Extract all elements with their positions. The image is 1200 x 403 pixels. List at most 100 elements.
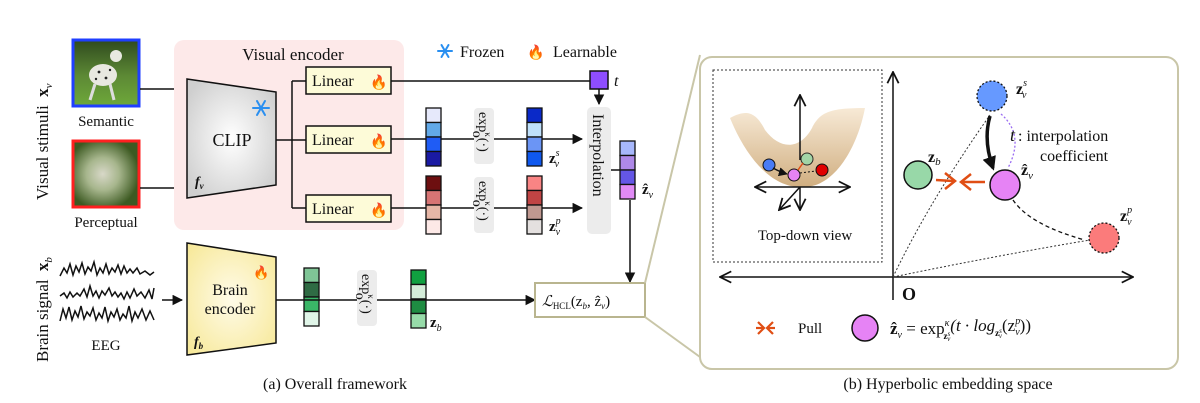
point-zvs	[976, 80, 1008, 112]
semantic-pre-cell	[425, 136, 442, 153]
brain-encoder-label-line2: encoder	[205, 301, 256, 318]
zhat-cell	[619, 183, 636, 200]
zhat-cell	[619, 140, 636, 157]
zhat-point-label: ẑv	[1021, 162, 1033, 182]
zoom-connector-top	[644, 54, 701, 284]
eeg-waveforms	[59, 259, 155, 324]
flame-icon: 🔥	[253, 265, 269, 280]
svg-text:Frozen: Frozen	[460, 44, 504, 61]
flame-icon: 🔥	[370, 133, 387, 150]
brain-pre-cell	[303, 267, 320, 284]
perceptual-pre-cell	[425, 218, 442, 235]
top-down-view-label: Top-down view	[758, 228, 853, 244]
brain-post-vector	[410, 269, 427, 329]
perceptual-image	[71, 139, 141, 209]
top-down-view-box	[712, 69, 883, 263]
geodesic-zhat-zvp	[1012, 199, 1086, 241]
zb-point-label: zb	[928, 149, 941, 168]
semantic-post-cell	[526, 107, 543, 124]
perceptual-pre-cell	[425, 204, 442, 221]
brain-pre-cell	[303, 310, 320, 327]
exp-map-brain: expκO(·)	[354, 270, 377, 326]
pull-arrows	[935, 172, 985, 191]
fv-label: fv	[195, 175, 205, 191]
panel-a-overall-framework: Visual stimuli xv Brain signal xb Semant…	[33, 38, 701, 393]
brain-signal-axis-label: Brain signal xb	[33, 257, 55, 362]
perceptual-pre-vector	[425, 175, 442, 235]
perceptual-post-vector	[526, 175, 543, 235]
semantic-pre-cell	[425, 107, 442, 124]
interpolation-path	[1000, 113, 1016, 169]
linear-layer-semantic: Linear 🔥	[305, 125, 392, 154]
zhat-cell	[619, 154, 636, 171]
semantic-pre-cell	[425, 121, 442, 138]
svg-text:ℒHCL(zb, ẑv): ℒHCL(zb, ẑv)	[542, 294, 610, 311]
perceptual-post-cell	[526, 189, 543, 206]
semantic-pre-cell	[425, 150, 442, 167]
perceptual-pre-cell	[425, 175, 442, 192]
fb-label: fb	[194, 335, 204, 351]
perceptual-post-cell	[526, 204, 543, 221]
zhat-legend-dot	[851, 314, 879, 342]
svg-text:expκO(·): expκO(·)	[471, 181, 493, 221]
loss-hcl-box: ℒHCL(zb, ẑv)	[534, 282, 646, 318]
legend-frozen: Frozen	[437, 44, 504, 61]
zoom-connector-bottom	[644, 316, 701, 358]
semantic-image	[71, 38, 141, 108]
svg-text:Interpolation: Interpolation	[589, 114, 606, 197]
brain-pre-vector	[303, 267, 320, 327]
brain-post-cell	[410, 312, 427, 329]
flame-icon: 🔥	[370, 202, 387, 219]
brain-post-cell	[410, 283, 427, 300]
zb-label: zb	[430, 315, 442, 334]
visual-stimuli-axis-label: Visual stimuli xv	[33, 83, 55, 200]
brain-pre-cell	[303, 281, 320, 298]
svg-text:Learnable: Learnable	[553, 44, 617, 61]
exp-map-semantic: expκO(·)	[471, 108, 494, 164]
svg-text:expκO(·): expκO(·)	[471, 112, 493, 152]
pull-icon	[756, 321, 775, 335]
svg-text:Linear: Linear	[312, 132, 354, 149]
zhat-vector	[619, 140, 636, 200]
panel-a-caption: (a) Overall framework	[263, 376, 407, 393]
semantic-post-cell	[526, 150, 543, 167]
zhat-cell	[619, 169, 636, 186]
brain-encoder	[186, 242, 277, 356]
point-zb	[903, 160, 933, 190]
geodesic-origin-zvp	[892, 239, 1091, 278]
semantic-pre-vector	[425, 107, 442, 167]
hyperbolic-bowl	[730, 95, 865, 210]
clip-label: CLIP	[212, 130, 251, 150]
interpolation-block: Interpolation	[587, 107, 611, 234]
interpolation-arrow	[982, 115, 996, 171]
perceptual-pre-cell	[425, 189, 442, 206]
semantic-post-vector	[526, 107, 543, 167]
brain-post-cell	[410, 269, 427, 286]
svg-text:expκO(·): expκO(·)	[354, 274, 376, 314]
linear-layer-t: Linear 🔥	[305, 66, 392, 95]
perceptual-post-cell	[526, 218, 543, 235]
flame-icon: 🔥	[370, 74, 387, 91]
interpolation-coef-label-2: coefficient	[1040, 148, 1109, 165]
point-zvp	[1088, 222, 1120, 254]
snowflake-icon	[252, 100, 270, 116]
visual-encoder-title: Visual encoder	[242, 45, 344, 64]
snowflake-icon	[437, 44, 453, 58]
semantic-label: Semantic	[78, 114, 134, 130]
point-zhat	[989, 169, 1021, 201]
brain-post-cell	[410, 298, 427, 315]
panel-b-caption: (b) Hyperbolic embedding space	[843, 376, 1052, 393]
flame-icon: 🔥	[527, 44, 544, 61]
origin-label: O	[902, 284, 916, 304]
linear-layer-perceptual: Linear 🔥	[305, 194, 392, 223]
svg-text:Linear: Linear	[312, 201, 354, 218]
pull-legend: Pull	[756, 321, 822, 337]
legend-learnable: 🔥 Learnable	[527, 44, 617, 61]
eeg-label: EEG	[91, 338, 120, 354]
svg-text:Pull: Pull	[798, 321, 822, 337]
